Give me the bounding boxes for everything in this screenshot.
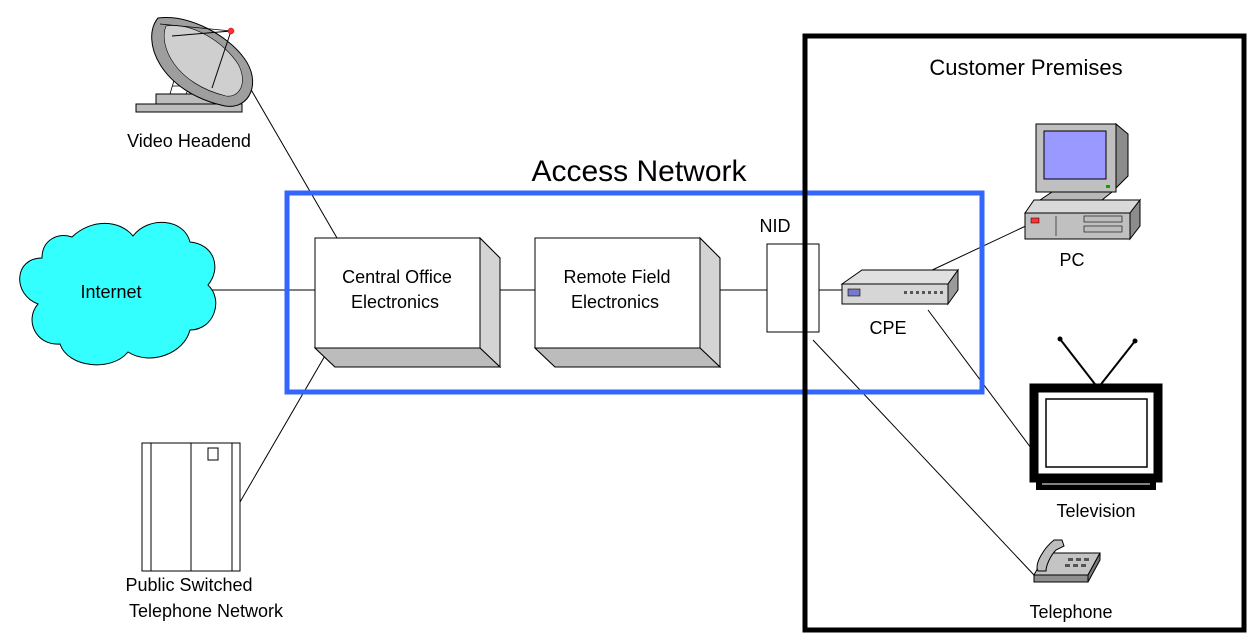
telephone-label: Telephone [1029, 602, 1112, 622]
access-network-title: Access Network [531, 155, 747, 188]
customer-premises: Customer Premises PC [802, 33, 1247, 633]
cpe-label: CPE [869, 318, 906, 338]
television-label: Television [1056, 501, 1135, 521]
television-icon [1029, 336, 1163, 490]
connection-lines [212, 73, 1035, 576]
nid-label: NID [760, 216, 791, 236]
telephone: Telephone [1029, 539, 1113, 622]
access-network: Access Network Central Office Electronic… [284, 155, 985, 395]
pc: PC [1024, 122, 1142, 270]
modem-icon [840, 268, 959, 306]
nid-box [766, 243, 820, 333]
pstn-label-line2: Telephone Network [129, 601, 284, 621]
link-nid-to-telephone [812, 339, 1035, 576]
central-office-electronics-box: Central Office Electronics [313, 236, 502, 369]
video-headend: Video Headend [127, 17, 254, 151]
television: Television [1029, 336, 1163, 521]
link-pstn-to-central-office [239, 353, 327, 503]
central-office-label-line1: Central Office [342, 267, 452, 287]
computer-icon [1024, 122, 1142, 241]
central-office-label-line2: Electronics [351, 292, 439, 312]
telephone-switch-icon [141, 442, 241, 572]
pc-label: PC [1059, 250, 1084, 270]
customer-premises-border [802, 33, 1247, 633]
satellite-dish-icon [135, 17, 254, 113]
remote-field-label-line1: Remote Field [563, 267, 670, 287]
nid: NID [760, 216, 820, 333]
customer-premises-title: Customer Premises [929, 55, 1122, 80]
video-headend-label: Video Headend [127, 131, 251, 151]
access-network-border [284, 190, 985, 395]
telephone-icon [1033, 539, 1101, 583]
pstn-label-line1: Public Switched [125, 575, 252, 595]
link-headend-to-central-office [241, 73, 338, 239]
link-cpe-to-pc [927, 223, 1031, 273]
pstn: Public Switched Telephone Network [125, 442, 284, 621]
remote-field-label-line2: Electronics [571, 292, 659, 312]
remote-field-electronics-box: Remote Field Electronics [533, 236, 722, 369]
cloud-icon [19, 222, 217, 366]
cpe: CPE [840, 268, 959, 338]
internet: Internet [19, 222, 217, 366]
internet-label: Internet [80, 282, 141, 302]
